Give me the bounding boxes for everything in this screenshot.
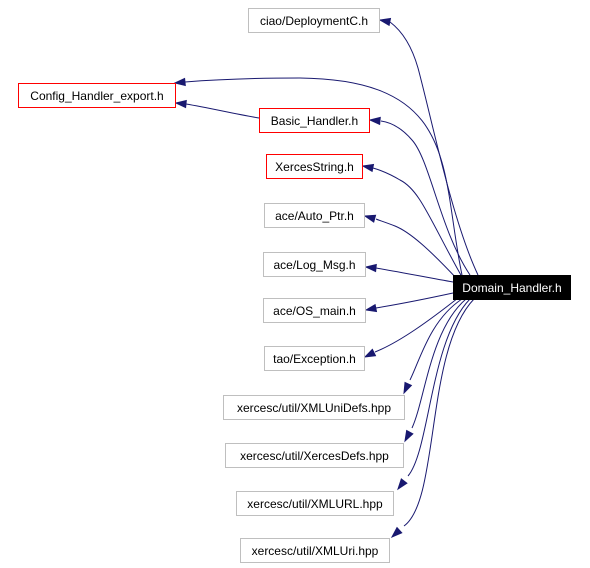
node-label: xercesc/util/XMLURL.hpp	[247, 497, 383, 511]
arrowhead-icon	[403, 381, 413, 395]
include-edge-domain-to-basic_handler	[368, 116, 471, 276]
include-edge-basic_handler-to-config_export	[174, 99, 260, 119]
node-xmlurl[interactable]: xercesc/util/XMLURL.hpp	[236, 491, 394, 516]
node-config-export[interactable]: Config_Handler_export.h	[18, 83, 176, 108]
node-label: ace/Log_Msg.h	[273, 258, 355, 272]
include-edge-domain-to-xmluri	[390, 298, 475, 539]
node-os-main[interactable]: ace/OS_main.h	[263, 298, 366, 323]
edge-line	[375, 267, 454, 283]
node-label: xercesc/util/XMLUri.hpp	[252, 544, 379, 558]
edge-line	[185, 103, 260, 119]
arrowhead-icon	[364, 303, 378, 313]
edge-line	[375, 292, 454, 309]
node-box	[266, 154, 363, 179]
node-label: tao/Exception.h	[273, 352, 356, 366]
node-domain[interactable]: Domain_Handler.h	[453, 275, 571, 300]
node-box	[263, 252, 366, 277]
node-box	[225, 443, 404, 468]
node-label: xercesc/util/XercesDefs.hpp	[240, 449, 389, 463]
node-box	[240, 538, 390, 563]
arrowhead-icon	[174, 99, 187, 109]
arrowhead-icon	[368, 116, 381, 126]
arrowhead-icon	[390, 526, 403, 539]
node-box	[264, 203, 365, 228]
node-box	[259, 108, 370, 133]
edge-line	[374, 297, 459, 353]
include-edge-domain-to-auto_ptr	[363, 214, 459, 281]
node-label: Domain_Handler.h	[462, 281, 561, 295]
arrowhead-icon	[404, 429, 414, 443]
node-xmluri[interactable]: xercesc/util/XMLUri.hpp	[240, 538, 390, 563]
edge-line	[375, 218, 459, 281]
edge-line	[184, 77, 463, 276]
arrowhead-icon	[378, 17, 392, 27]
node-label: xercesc/util/XMLUniDefs.hpp	[237, 401, 391, 415]
include-edge-domain-to-deploymentc	[378, 17, 479, 276]
arrowhead-icon	[173, 77, 186, 87]
node-exception[interactable]: tao/Exception.h	[264, 346, 365, 371]
include-edge-domain-to-xercesstring	[361, 163, 463, 278]
include-edge-domain-to-config_export	[173, 77, 463, 276]
node-label: ciao/DeploymentC.h	[260, 14, 368, 28]
node-box	[248, 8, 380, 33]
node-box	[264, 346, 365, 371]
node-auto-ptr[interactable]: ace/Auto_Ptr.h	[264, 203, 365, 228]
include-edge-domain-to-xercesdefs	[404, 298, 467, 443]
include-edge-domain-to-log_msg	[364, 263, 454, 283]
node-box	[236, 491, 394, 516]
arrowhead-icon	[363, 348, 377, 358]
edge-line	[409, 298, 463, 381]
node-label: ace/OS_main.h	[273, 304, 356, 318]
include-edge-domain-to-xmlurl	[397, 298, 471, 491]
node-xercesstring[interactable]: XercesString.h	[266, 154, 363, 179]
nodes-layer: ciao/DeploymentC.hConfig_Handler_export.…	[18, 8, 571, 563]
node-box	[263, 298, 366, 323]
node-label: Config_Handler_export.h	[30, 89, 163, 103]
node-label: Basic_Handler.h	[271, 114, 358, 128]
node-box	[453, 275, 571, 300]
node-xmlunidefs[interactable]: xercesc/util/XMLUniDefs.hpp	[223, 395, 405, 420]
node-box	[223, 395, 405, 420]
edge-line	[411, 298, 467, 429]
edge-line	[407, 298, 471, 477]
node-xercesdefs[interactable]: xercesc/util/XercesDefs.hpp	[225, 443, 404, 468]
node-label: XercesString.h	[275, 160, 354, 174]
arrowhead-icon	[397, 478, 408, 491]
edge-line	[380, 120, 471, 276]
edge-line	[372, 167, 463, 278]
node-log-msg[interactable]: ace/Log_Msg.h	[263, 252, 366, 277]
node-box	[18, 83, 176, 108]
edge-line	[403, 298, 475, 527]
include-edge-domain-to-xmlunidefs	[403, 298, 463, 395]
edges-layer	[173, 17, 479, 539]
arrowhead-icon	[363, 214, 377, 223]
arrowhead-icon	[364, 263, 377, 273]
node-label: ace/Auto_Ptr.h	[275, 209, 354, 223]
edge-line	[389, 21, 479, 276]
node-basic-handler[interactable]: Basic_Handler.h	[259, 108, 370, 133]
node-deploymentc[interactable]: ciao/DeploymentC.h	[248, 8, 380, 33]
include-edge-domain-to-os_main	[364, 292, 454, 313]
arrowhead-icon	[361, 163, 375, 173]
include-edge-domain-to-exception	[363, 297, 459, 358]
